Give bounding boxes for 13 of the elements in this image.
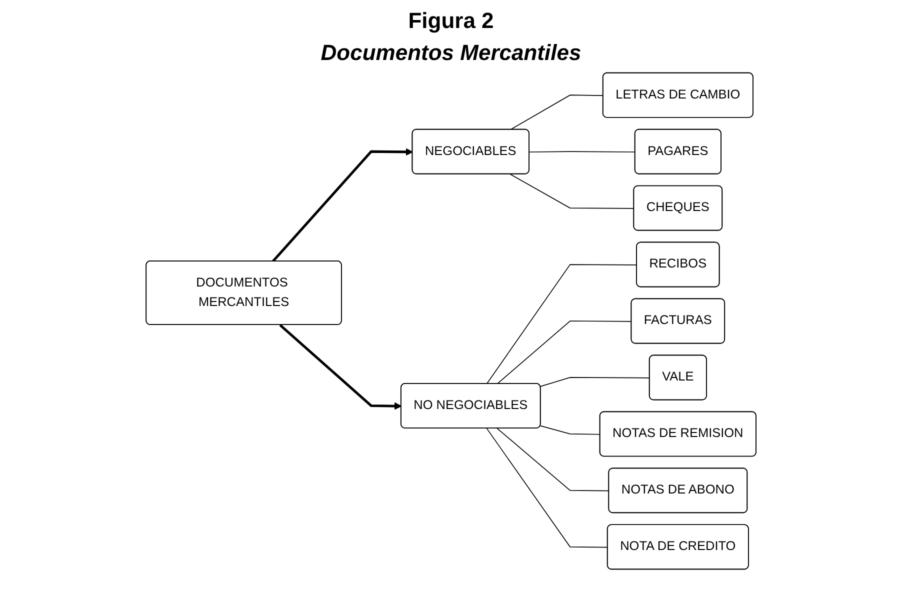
connector [496,320,632,384]
connector [510,94,604,130]
arrow [272,148,413,262]
figure-title: Figura 2 [408,8,494,34]
connector [486,264,638,384]
connector [528,151,636,152]
connector [496,428,610,492]
arrow [279,324,402,410]
connector [486,428,608,548]
connector [540,425,601,435]
figure-caption: Documentos Mercantiles [320,40,582,66]
connector [540,377,650,387]
connector [510,174,634,209]
